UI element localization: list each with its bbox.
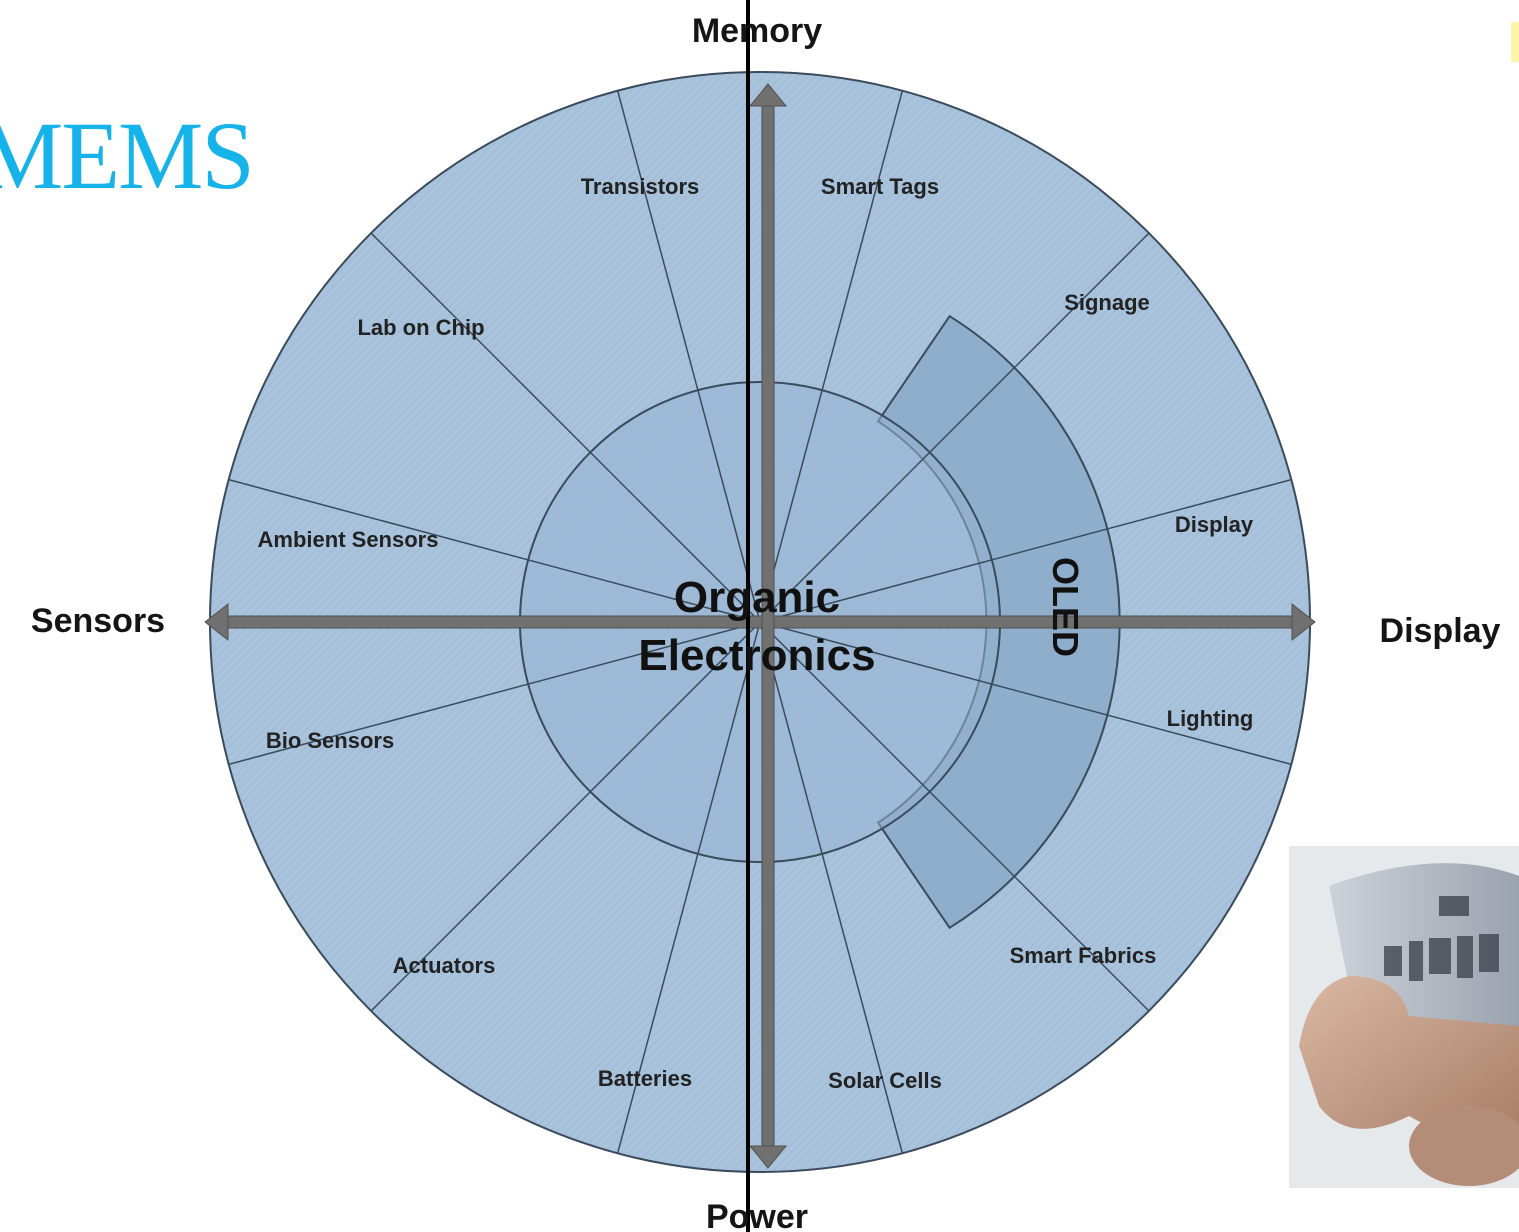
segment-label-lighting: Lighting bbox=[1167, 706, 1254, 731]
segment-label-display: Display bbox=[1175, 512, 1254, 537]
segment-divider bbox=[228, 478, 761, 623]
segment-divider bbox=[759, 621, 904, 1154]
segment-label-ambient-sensors: Ambient Sensors bbox=[258, 527, 439, 552]
segment-divider bbox=[370, 621, 761, 1012]
segment-divider bbox=[228, 621, 761, 766]
segment-divider bbox=[370, 232, 761, 623]
corner-decoration bbox=[1511, 22, 1519, 62]
center-label-line1: Organic bbox=[674, 573, 840, 622]
page-title: MEMS bbox=[0, 102, 255, 209]
axis-label-bottom: Power bbox=[706, 1198, 808, 1232]
segment-divider bbox=[616, 621, 761, 1154]
segment-label-batteries: Batteries bbox=[598, 1066, 692, 1091]
axis-label-top: Memory bbox=[692, 12, 822, 50]
segment-divider bbox=[759, 232, 1150, 623]
segment-divider bbox=[759, 621, 1292, 766]
segment-label-solar-cells: Solar Cells bbox=[828, 1068, 942, 1093]
segment-label-actuators: Actuators bbox=[393, 953, 496, 978]
segment-label-transistors: Transistors bbox=[581, 174, 700, 199]
segment-divider bbox=[759, 478, 1292, 623]
segment-label-lab-on-chip: Lab on Chip bbox=[357, 315, 484, 340]
axis-label-right: Display bbox=[1380, 612, 1501, 650]
center-label-line2: Electronics bbox=[638, 631, 875, 680]
segment-label-signage: Signage bbox=[1064, 290, 1150, 315]
segment-label-smart-tags: Smart Tags bbox=[821, 174, 939, 199]
segment-divider bbox=[616, 90, 761, 623]
segment-label-bio-sensors: Bio Sensors bbox=[266, 728, 394, 753]
segment-divider bbox=[759, 90, 904, 623]
axis-label-left: Sensors bbox=[31, 602, 165, 640]
flexible-circuit-photo bbox=[1289, 846, 1519, 1188]
segment-label-smart-fabrics: Smart Fabrics bbox=[1010, 943, 1157, 968]
axis-arrows bbox=[204, 83, 1316, 1169]
oled-label: OLED bbox=[1045, 557, 1086, 657]
segment-divider bbox=[759, 621, 1150, 1012]
